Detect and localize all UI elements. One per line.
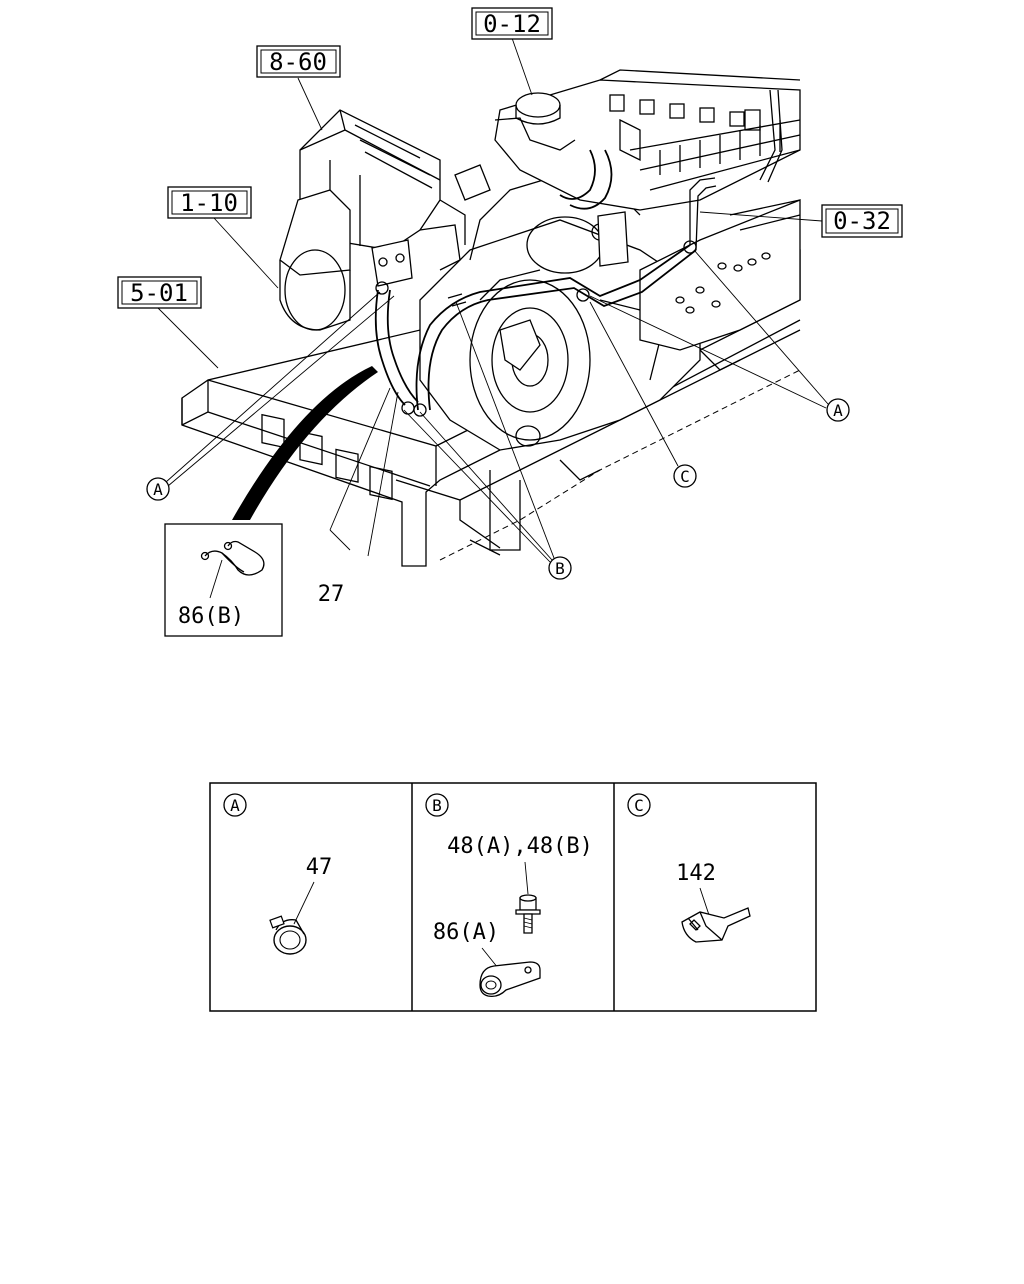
detail-marker-b: B — [425, 793, 449, 817]
part-142-label: 142 — [676, 861, 716, 886]
reference-1-10[interactable]: 1-10 — [167, 186, 252, 219]
callout-a-right-label: A — [833, 401, 843, 420]
engine-bay-illustration — [181, 69, 801, 567]
detail-marker-a-label: A — [230, 796, 240, 815]
leader-lines — [157, 37, 829, 563]
detail-pointer-wedge — [232, 366, 378, 520]
callout-b[interactable]: B — [548, 556, 572, 580]
heater-unit — [279, 109, 491, 331]
detail-panel-c[interactable]: C 142 — [627, 793, 751, 943]
reference-5-01-label: 5-01 — [130, 279, 188, 307]
part-27-label[interactable]: 27 — [318, 582, 345, 607]
callout-b-label: B — [555, 559, 565, 578]
detail-marker-c-label: C — [634, 796, 644, 815]
reference-0-12-label: 0-12 — [483, 10, 541, 38]
inset-86b[interactable]: 86(B) — [164, 523, 283, 637]
detail-marker-b-label: B — [432, 796, 442, 815]
part-48-label: 48(A),48(B) — [447, 834, 593, 859]
bracket-142-icon — [681, 907, 751, 943]
manifold-fins — [609, 94, 781, 175]
reference-0-12[interactable]: 0-12 — [471, 7, 553, 40]
reference-5-01[interactable]: 5-01 — [117, 276, 202, 309]
part-86b-label: 86(B) — [178, 604, 244, 629]
reference-0-32[interactable]: 0-32 — [821, 204, 903, 238]
detail-table: A 47 B 48(A),48(B) — [209, 782, 817, 1012]
part-86a-label: 86(A) — [433, 920, 499, 945]
engine-block — [419, 174, 701, 556]
callout-c[interactable]: C — [673, 464, 697, 488]
detail-panel-a[interactable]: A 47 — [223, 793, 333, 955]
callout-a-left[interactable]: A — [146, 477, 170, 501]
right-equipment — [639, 199, 801, 371]
detail-marker-a: A — [223, 793, 247, 817]
callout-a-left-label: A — [153, 480, 163, 499]
reference-8-60-label: 8-60 — [269, 48, 327, 76]
reference-0-32-label: 0-32 — [833, 207, 891, 235]
part-47-label: 47 — [306, 855, 333, 880]
bolt-48-icon — [515, 894, 541, 934]
cylinder-head — [494, 69, 801, 211]
hose-clamp-47-icon — [269, 915, 307, 955]
callout-a-right[interactable]: A — [826, 398, 850, 422]
reference-1-10-label: 1-10 — [180, 189, 238, 217]
detail-panel-b[interactable]: B 48(A),48(B) 86(A) — [425, 793, 593, 998]
detail-marker-c: C — [627, 793, 651, 817]
clip-86a-icon — [479, 961, 541, 998]
callout-c-label: C — [680, 467, 690, 486]
clip-86b-icon — [200, 540, 265, 599]
reference-8-60[interactable]: 8-60 — [256, 45, 341, 78]
